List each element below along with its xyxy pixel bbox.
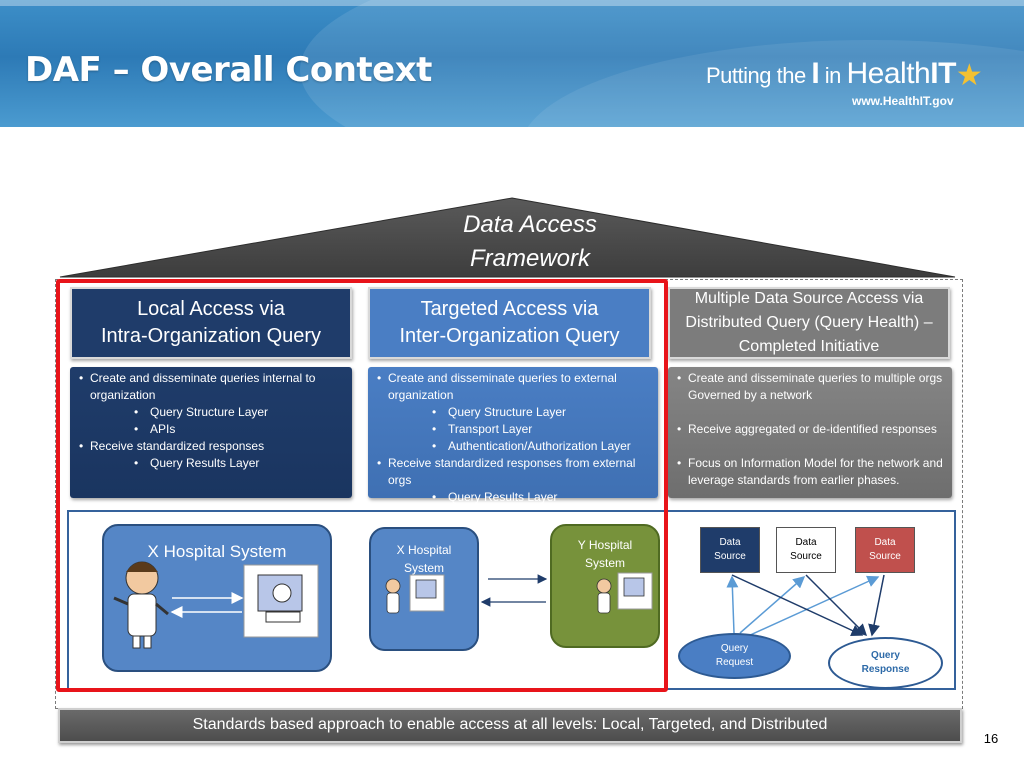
doctor-icon (596, 578, 612, 614)
query-label: Response (861, 664, 910, 675)
bullet-line: Governed by a network (688, 388, 813, 402)
slide-title: DAF – Overall Context (25, 50, 432, 90)
data-source-label: Source (714, 551, 746, 562)
data-source-label: Data (719, 537, 741, 548)
header-line: Distributed Query (Query Health) – (685, 314, 933, 331)
data-source-box: Data Source (700, 527, 760, 573)
header-line: Inter-Organization Query (399, 325, 620, 347)
banner-shine (0, 0, 1024, 6)
bullet-line: Receive standardized responses (76, 438, 346, 455)
multi-source-details: Create and disseminate queries to multip… (668, 367, 952, 498)
logo-url: www.HealthIT.gov (852, 94, 954, 108)
data-source-label: Source (790, 551, 822, 562)
logo-it: IT (930, 57, 956, 90)
computer-icon (617, 572, 653, 610)
query-response-ellipse: Query Response (828, 637, 943, 689)
bullet-line: organization (90, 388, 156, 402)
logo-health: Health (846, 57, 931, 90)
header-line: Multiple Data Source Access via (694, 290, 924, 307)
targeted-access-header: Targeted Access via Inter-Organization Q… (368, 287, 651, 359)
computer-icon (409, 574, 445, 612)
banner-wave (300, 0, 1024, 127)
bullet-line: leverage standards from earlier phases. (688, 473, 900, 487)
bullet-line: Authentication/Authorization Layer (374, 438, 652, 455)
doctor-icon (385, 578, 401, 614)
framework-line: Framework (469, 245, 590, 272)
hospital-label: System (403, 561, 444, 575)
data-source-label: Data (795, 537, 817, 548)
data-source-label: Source (869, 551, 901, 562)
healthit-logo: Putting the I in HealthIT★ (706, 56, 983, 92)
query-label: Query (871, 650, 900, 661)
logo-text: in (819, 63, 847, 88)
bullet-line: Create and disseminate queries to extern… (374, 370, 652, 387)
bullet-line: Query Structure Layer (76, 404, 346, 421)
bullet-line: Create and disseminate queries internal … (76, 370, 346, 387)
bullet-line: Receive aggregated or de-identified resp… (674, 421, 946, 438)
bullet-line: Transport Layer (374, 421, 652, 438)
header-banner: DAF – Overall Context Putting the I in H… (0, 0, 1024, 127)
targeted-access-details: Create and disseminate queries to extern… (368, 367, 658, 506)
header-line: Intra-Organization Query (100, 325, 322, 347)
hospital-label: X Hospital System (147, 542, 287, 561)
footer-banner: Standards based approach to enable acces… (58, 708, 962, 743)
framework-label: Data Access Framework (420, 208, 640, 276)
hospital-label: Y Hospital (577, 538, 633, 552)
logo-text: Putting the (706, 63, 812, 88)
header-line: Targeted Access via (420, 298, 599, 320)
framework-line: Data Access (463, 211, 597, 238)
hospital-label: X Hospital (396, 543, 452, 557)
page-number: 16 (983, 731, 999, 746)
logo-i: I (811, 57, 820, 90)
bullet-line: Query Structure Layer (374, 404, 652, 421)
local-access-details: Create and disseminate queries internal … (70, 367, 352, 498)
multi-source-header: Multiple Data Source Access via Distribu… (668, 287, 950, 359)
hospital-label: System (584, 556, 625, 570)
bullet-line: Query Results Layer (374, 489, 652, 506)
bullet-line: Query Results Layer (76, 455, 346, 472)
local-access-header: Local Access via Intra-Organization Quer… (70, 287, 352, 359)
bullet-line: Receive standardized responses from exte… (374, 455, 652, 489)
star-icon: ★ (955, 59, 983, 92)
data-source-box: Data Source (776, 527, 836, 573)
bullet-line: Focus on Information Model for the netwo… (674, 455, 946, 472)
highlight-frame (56, 279, 668, 692)
query-label: Request (715, 657, 754, 668)
data-source-label: Data (874, 537, 896, 548)
bullet-line: organization (388, 388, 454, 402)
header-line: Local Access via (137, 298, 285, 320)
bullet-line: Create and disseminate queries to multip… (674, 370, 946, 387)
data-source-box: Data Source (855, 527, 915, 573)
query-request-ellipse: Query Request (678, 633, 791, 679)
framework-roof (59, 197, 956, 278)
bullet-line: APIs (76, 421, 346, 438)
doctor-icon (113, 561, 169, 649)
header-line: Completed Initiative (738, 338, 880, 355)
query-label: Query (720, 643, 749, 654)
computer-icon (243, 564, 319, 638)
